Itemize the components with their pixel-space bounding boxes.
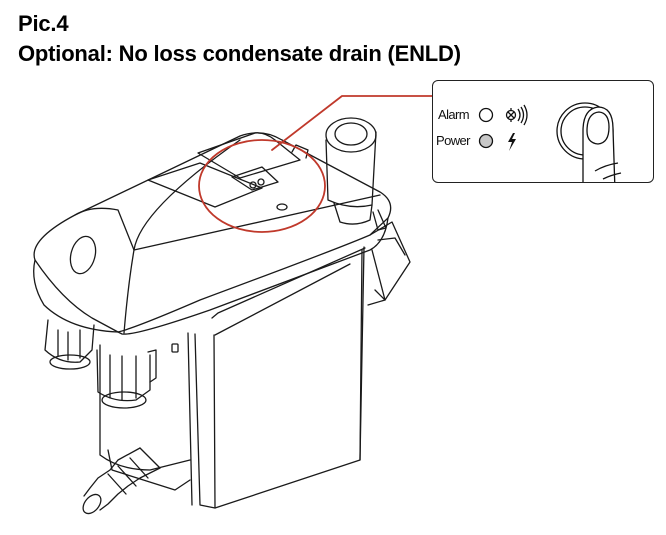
control-panel-callout: Alarm Power xyxy=(432,80,654,183)
hose-barb-outlet xyxy=(82,447,161,515)
cable-gland-right xyxy=(96,349,157,409)
power-label: Power xyxy=(436,133,470,148)
alarm-label: Alarm xyxy=(438,107,470,122)
lightning-bolt-icon xyxy=(508,133,516,151)
power-led xyxy=(478,133,494,149)
highlight-circle xyxy=(198,139,326,233)
alarm-led xyxy=(478,107,494,123)
alarm-signal-icon xyxy=(505,104,528,126)
callout-leader-line xyxy=(271,95,433,151)
figure-caption: Optional: No loss condensate drain (ENLD… xyxy=(18,41,461,66)
inlet-fitting xyxy=(325,117,387,231)
finger-press-icon xyxy=(582,106,622,182)
figure-label: Pic.4 xyxy=(18,11,69,36)
sight-glass-icon xyxy=(69,235,97,275)
indicator-window-icon xyxy=(171,343,179,353)
cable-gland-left xyxy=(44,319,95,370)
device-lid xyxy=(33,132,392,333)
